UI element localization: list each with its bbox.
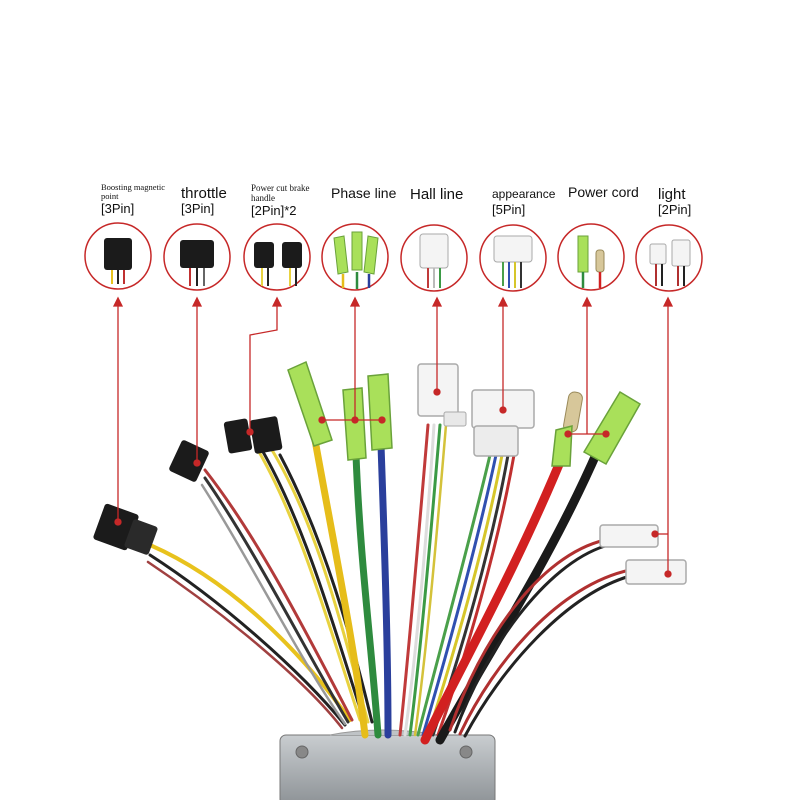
phase-connectors: [287, 360, 393, 461]
label-phase: Phase line: [331, 186, 396, 201]
power-connectors: [551, 390, 642, 467]
wire-phase-blue: [377, 441, 392, 739]
wire-power-red: [420, 445, 570, 745]
hall-connector: [417, 363, 467, 427]
callout-phase: [321, 223, 389, 291]
wire-app-yellow: [426, 453, 504, 737]
label-light-pins: [2Pin]: [658, 202, 692, 217]
callout-hall: [400, 224, 468, 292]
wire-light-red: [448, 538, 607, 732]
controller-box: [279, 729, 496, 800]
callout-brake: [243, 223, 311, 291]
label-brake: Power cut brake handle [2Pin]*2: [251, 183, 311, 218]
label-brake-pins: [2Pin]*2: [251, 203, 297, 218]
wire-phase-yellow: [311, 436, 369, 739]
label-hall: Hall line: [410, 187, 463, 202]
label-boost: Boosting magnetic point [3Pin]: [101, 182, 171, 217]
wire-hall-yellow: [413, 423, 448, 737]
label-throttle: throttle [3Pin]: [181, 186, 227, 216]
label-appearance: appearance [5Pin]: [492, 187, 555, 217]
callout-throttle: [163, 223, 231, 291]
wire-app-green: [416, 453, 492, 737]
wire-app-blue: [421, 453, 498, 737]
label-power-title: Power cord: [568, 184, 639, 200]
label-appearance-pins: [5Pin]: [492, 202, 526, 217]
wire-bundle: [146, 423, 632, 745]
label-power: Power cord: [568, 185, 639, 200]
label-brake-title: Power cut brake handle: [251, 183, 310, 203]
callout-light: [635, 224, 703, 292]
throttle-connector: [169, 440, 209, 482]
label-throttle-title: throttle: [181, 185, 227, 202]
wire-light-black: [453, 544, 607, 734]
wire-brake-black-2: [278, 453, 374, 724]
wire-light-red-2: [458, 568, 632, 736]
label-light: light [2Pin]: [658, 187, 691, 217]
wire-hall-red: [398, 423, 430, 737]
label-boost-title: Boosting magnetic point: [101, 182, 165, 201]
pointer-lines: [112, 296, 674, 578]
callout-boost: [84, 222, 152, 290]
wire-boost-yellow: [148, 543, 352, 722]
label-phase-title: Phase line: [331, 185, 397, 201]
label-throttle-pins: [3Pin]: [181, 201, 215, 216]
wire-brake-yellow: [253, 443, 362, 722]
label-boost-pins: [3Pin]: [101, 201, 135, 216]
callout-appearance: [479, 224, 547, 292]
wire-light-black-2: [463, 574, 632, 738]
wire-throttle-red: [203, 468, 354, 722]
wire-boost-red: [146, 560, 344, 730]
label-hall-title: Hall line: [410, 186, 464, 203]
wire-hall-white: [403, 423, 436, 737]
wire-throttle-black: [203, 476, 350, 724]
wire-throttle-grey: [200, 483, 347, 726]
brake-connector: [223, 416, 283, 454]
boost-connector: [93, 503, 158, 555]
wire-phase-green: [352, 451, 382, 739]
wire-boost-black: [148, 553, 347, 727]
wire-brake-black: [260, 448, 366, 723]
callout-power: [557, 223, 625, 291]
label-appearance-title: appearance: [492, 187, 556, 201]
label-light-title: light: [658, 186, 686, 203]
wire-hall-green: [408, 423, 442, 737]
